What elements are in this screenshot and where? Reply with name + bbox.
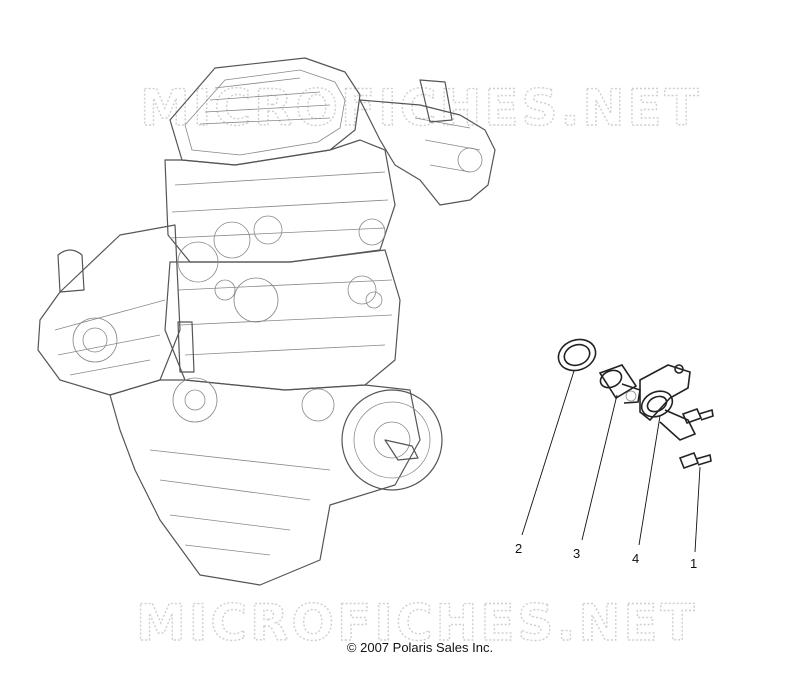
leader-3 [581,394,618,541]
callout-4[interactable]: 4 [632,551,639,566]
leader-1 [694,466,701,553]
copyright-notice: © 2007 Polaris Sales Inc. [347,640,493,655]
bolt-upper[interactable] [681,407,714,425]
callout-2[interactable]: 2 [515,541,522,556]
leader-4 [638,415,661,546]
gasket-o-ring[interactable] [554,334,600,375]
leader-2 [521,370,575,536]
callout-3[interactable]: 3 [573,546,580,561]
watermark-bottom: MICROFICHES.NET [136,594,698,652]
thermostat-housing[interactable] [637,364,697,441]
watermark-top: MICROFICHES.NET [140,79,702,137]
engine-assembly [37,57,496,586]
callout-1[interactable]: 1 [690,556,697,571]
thermostat[interactable] [598,364,641,404]
bolt-lower[interactable] [678,451,712,470]
